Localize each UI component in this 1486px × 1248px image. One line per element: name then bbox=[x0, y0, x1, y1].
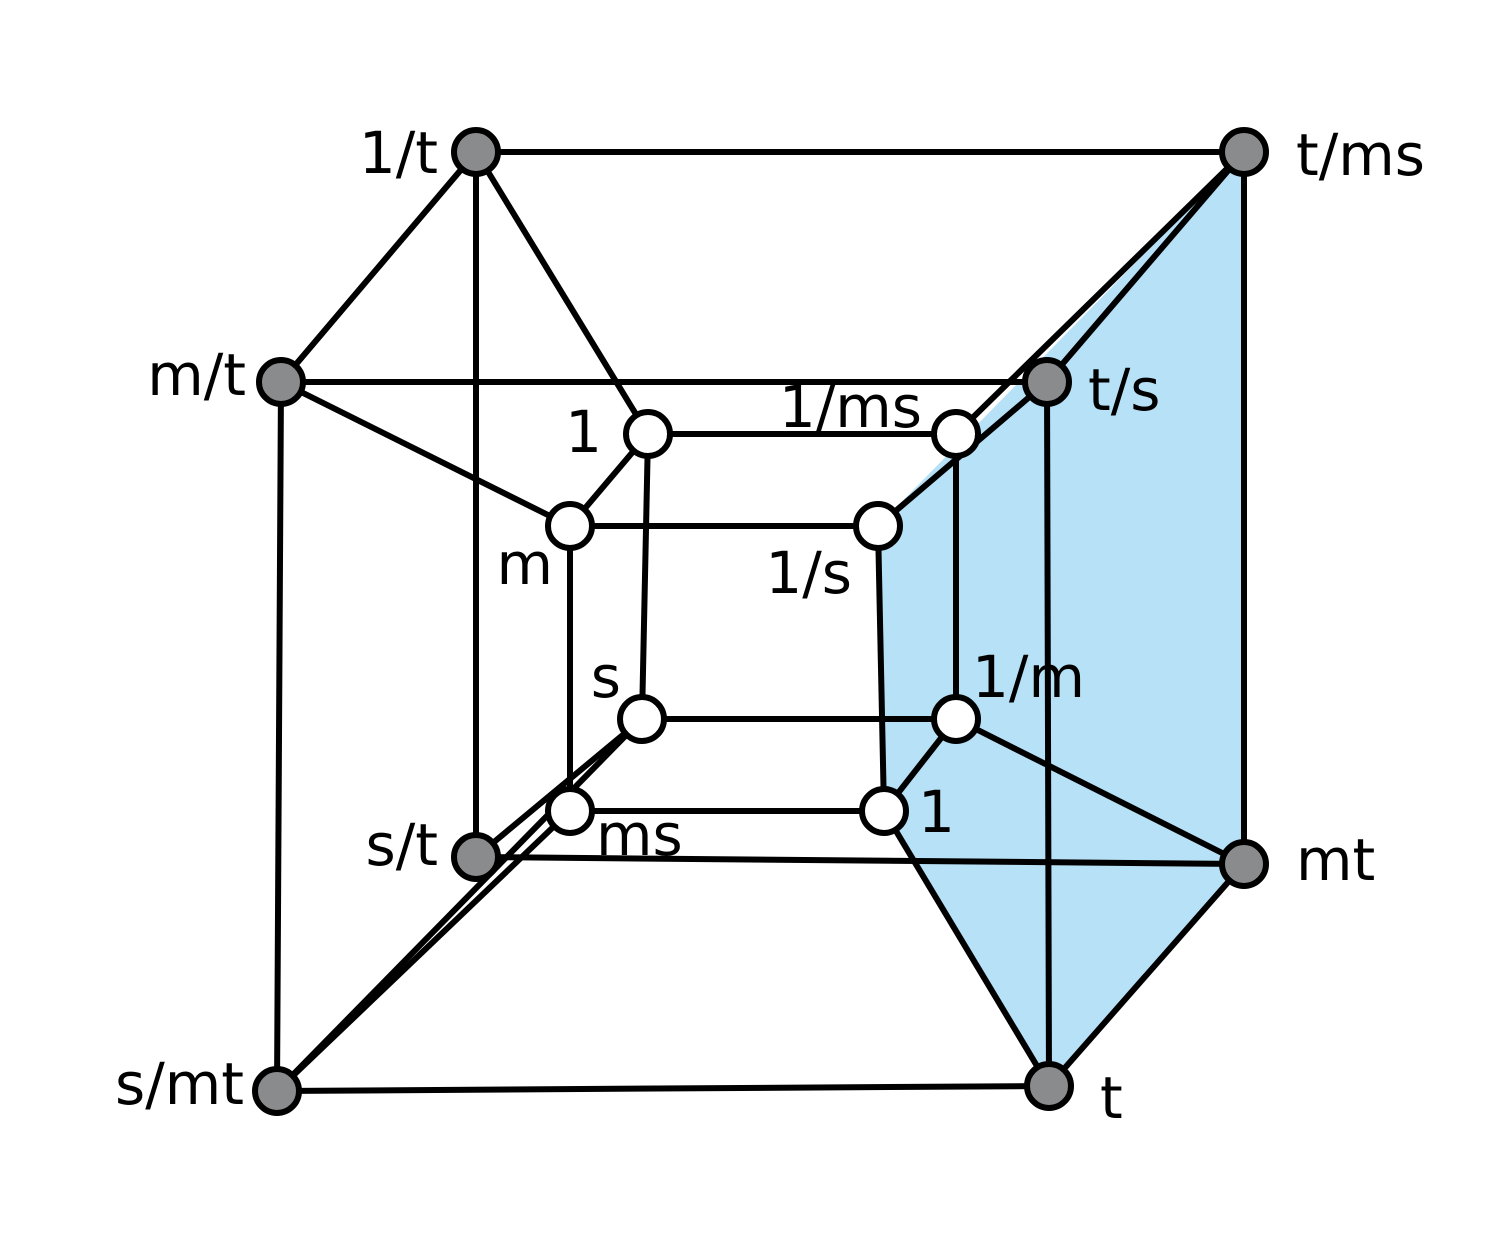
edge-n_m_over_t-n_s_over_mt bbox=[274, 379, 284, 1094]
vertex-n_1_over_ms bbox=[931, 409, 981, 459]
vertex-n_t bbox=[1024, 1061, 1074, 1111]
vertex-n_s_over_t bbox=[451, 832, 501, 882]
vertex-n_m_over_t bbox=[256, 357, 306, 407]
vertex-label-n_t_over_ms: t/ms bbox=[1296, 121, 1425, 189]
edge-n_t-n_1_bottom bbox=[881, 808, 1052, 1089]
vertex-n_1_over_m bbox=[931, 694, 981, 744]
node-layer bbox=[252, 127, 1269, 1116]
vertex-label-n_1_over_s: 1/s bbox=[765, 539, 852, 607]
vertex-label-n_mt: mt bbox=[1296, 826, 1375, 894]
label-layer: 1/t t/ms m/t t/s s/t mt s/mt t 1 1/ms m 1/s s 1/m ms 1 bbox=[115, 119, 1425, 1132]
vertex-n_1_top bbox=[623, 409, 673, 459]
edge-n_1_over_t-n_1_top bbox=[473, 149, 651, 437]
edge-n_s_over_mt-n_ms bbox=[274, 808, 573, 1094]
vertex-n_1_bottom bbox=[859, 786, 909, 836]
vertex-n_1_over_s bbox=[853, 501, 903, 551]
edge-n_s_over_t-n_mt bbox=[473, 854, 1247, 867]
vertex-n_mt bbox=[1219, 839, 1269, 889]
vertex-label-n_1_over_ms: 1/ms bbox=[779, 373, 922, 441]
edge-n_mt-n_1_over_m bbox=[953, 716, 1247, 867]
edge-n_1_over_t-n_m_over_t bbox=[278, 149, 479, 385]
vertex-n_s_over_mt bbox=[252, 1066, 302, 1116]
vertex-label-n_s_over_mt: s/mt bbox=[115, 1050, 244, 1118]
vertex-n_m bbox=[545, 501, 595, 551]
edge-n_1_over_s-n_1_bottom bbox=[875, 523, 887, 814]
vertex-label-n_1_top: 1 bbox=[565, 398, 602, 466]
vertex-n_t_over_ms bbox=[1219, 127, 1269, 177]
vertex-label-n_t: t bbox=[1100, 1064, 1123, 1132]
vertex-n_ms bbox=[545, 786, 595, 836]
highlighted-cell bbox=[878, 152, 1244, 1086]
edge-n_mt-n_t bbox=[1046, 861, 1247, 1089]
edge-layer bbox=[274, 149, 1247, 1094]
edge-n_s_over_mt-n_t bbox=[274, 1083, 1052, 1094]
vertex-label-n_ms: ms bbox=[596, 801, 683, 869]
vertex-label-n_m_over_t: m/t bbox=[147, 341, 246, 409]
vertex-label-n_1_over_m: 1/m bbox=[972, 643, 1085, 711]
vertex-label-n_s_over_t: s/t bbox=[366, 811, 439, 879]
edge-n_1_top-n_s bbox=[639, 431, 651, 722]
vertex-label-n_s: s bbox=[591, 643, 621, 711]
edge-n_t_over_ms-n_t_over_s bbox=[1044, 149, 1247, 385]
edge-n_s_over_t-n_s bbox=[473, 716, 645, 860]
vertex-label-n_t_over_s: t/s bbox=[1088, 356, 1161, 424]
vertex-label-n_1_bottom: 1 bbox=[918, 778, 955, 846]
edge-n_t_over_s-n_t bbox=[1044, 379, 1052, 1089]
vertex-n_t_over_s bbox=[1022, 357, 1072, 407]
edge-n_t_over_ms-n_1_over_ms bbox=[953, 149, 1247, 437]
vertex-label-n_m: m bbox=[497, 530, 554, 598]
vertex-label-n_1_over_t: 1/t bbox=[359, 119, 438, 187]
vertex-n_1_over_t bbox=[451, 127, 501, 177]
vertex-n_s bbox=[617, 694, 667, 744]
edge-n_m_over_t-n_m bbox=[278, 379, 573, 529]
